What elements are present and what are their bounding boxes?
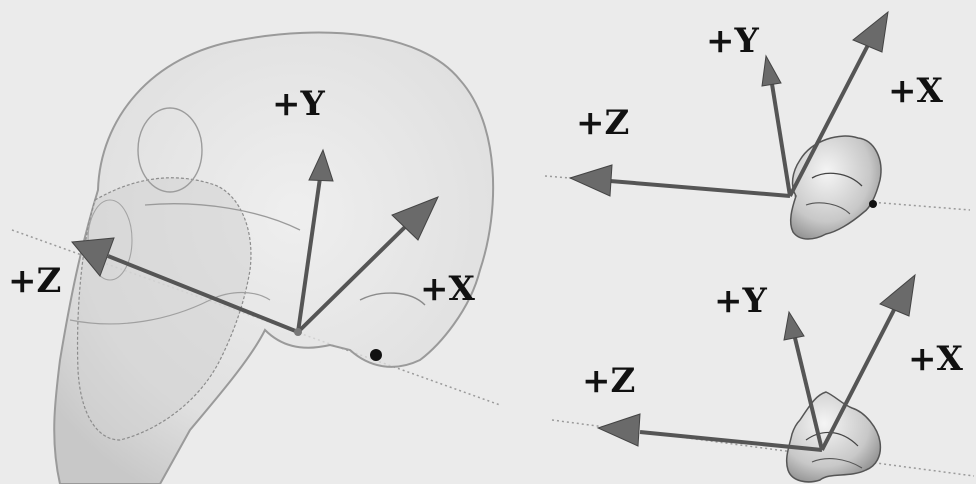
bottom-y-arrowhead — [784, 312, 804, 340]
skull-marker-dot — [370, 349, 382, 361]
top-marker-dot — [869, 200, 877, 208]
top-bone-shape — [791, 136, 881, 239]
skull-z-label: +Z — [8, 261, 61, 301]
top-y-arrowhead — [762, 56, 781, 86]
skull-face-structure — [78, 178, 251, 440]
top-bone-panel: +Y +Z +X — [545, 12, 970, 239]
skull-x-label: +X — [420, 269, 475, 309]
bottom-y-label: +Y — [714, 281, 767, 321]
skull-origin-point — [294, 328, 302, 336]
skull-y-label: +Y — [272, 84, 325, 124]
top-z-arrowhead — [570, 165, 612, 196]
bottom-z-label: +Z — [582, 361, 635, 401]
top-z-label: +Z — [576, 103, 629, 143]
top-y-axis — [762, 56, 790, 196]
bottom-x-label: +X — [908, 339, 963, 379]
bottom-z-axis — [598, 414, 822, 450]
bottom-bone-panel: +Y +Z +X — [552, 275, 974, 482]
bottom-bone-shape — [787, 392, 881, 482]
bottom-z-arrowhead — [598, 414, 640, 446]
top-x-arrowhead — [853, 12, 888, 52]
bottom-x-arrowhead — [880, 275, 915, 316]
skull-panel: +Y +Z +X — [8, 33, 500, 484]
top-y-label: +Y — [706, 21, 759, 61]
top-x-label: +X — [888, 71, 943, 111]
top-z-axis — [570, 165, 790, 196]
